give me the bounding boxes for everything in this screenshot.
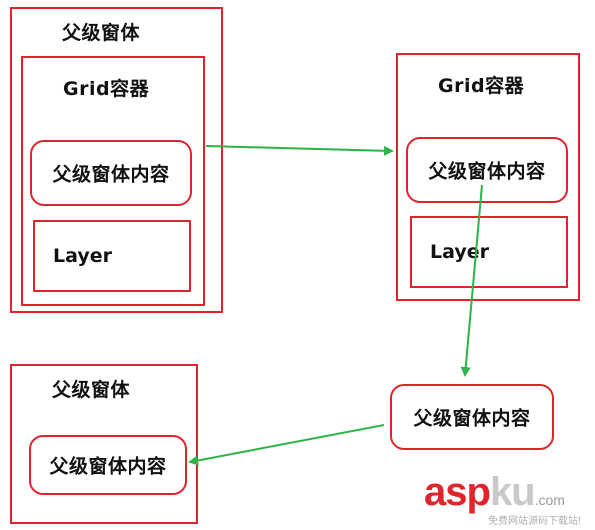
parent-content-label-2: 父级窗体内容: [428, 160, 546, 183]
parent-window-title-2: 父级窗体: [52, 379, 131, 401]
arrow-content-returned: [188, 424, 385, 466]
watermark-ku: ku: [489, 470, 536, 514]
parent-content-label-3: 父级窗体内容: [413, 407, 531, 430]
layer-box-2: Layer: [410, 216, 568, 288]
arrow-content-extracted: [460, 184, 483, 377]
watermark-tagline: 免费网站源码下载站!: [488, 516, 581, 527]
parent-content-box-4: 父级窗体内容: [29, 435, 187, 495]
watermark-asp: asp: [424, 470, 491, 514]
layer-label-2: Layer: [430, 241, 489, 263]
parent-content-box-2: 父级窗体内容: [406, 137, 568, 203]
parent-window-title-1: 父级窗体: [62, 22, 141, 44]
parent-content-label-4: 父级窗体内容: [49, 455, 167, 478]
watermark-com: .com: [534, 492, 565, 508]
parent-content-label-1: 父级窗体内容: [52, 163, 170, 186]
site-watermark-logo: aspku.com 免费网站源码下载站!: [424, 470, 581, 527]
grid-container-title-2: Grid容器: [438, 75, 525, 97]
arrow-grid-moved: [205, 145, 394, 156]
layer-label-1: Layer: [53, 245, 112, 267]
layer-box-1: Layer: [33, 220, 191, 292]
grid-container-title-1: Grid容器: [63, 78, 150, 100]
parent-content-box-1: 父级窗体内容: [30, 140, 192, 206]
parent-content-box-3: 父级窗体内容: [390, 384, 554, 450]
